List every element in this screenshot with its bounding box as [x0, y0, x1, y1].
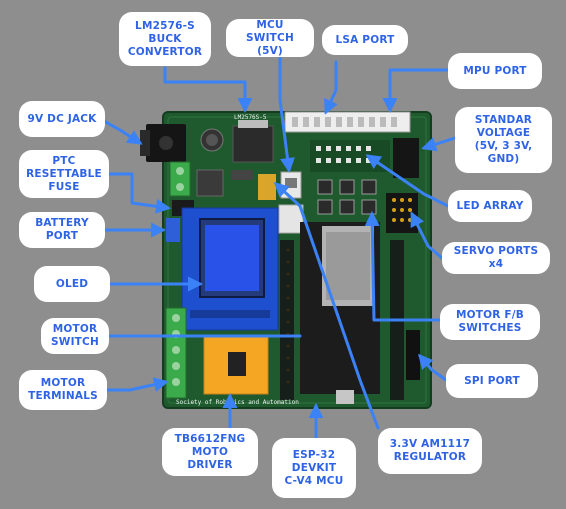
silk-bottom-text: Society of Robotics and Automation: [176, 399, 299, 406]
arrow-lm2576: [165, 68, 245, 110]
svg-text:LM2576S-5: LM2576S-5: [234, 114, 267, 121]
lm2576-ic: [233, 126, 273, 162]
label-mcu-switch: MCU SWITCH (5V): [226, 19, 314, 57]
label-lm2576: LM2576-S BUCK CONVERTOR: [119, 12, 211, 66]
label-servo-ports: SERVO PORTS x4: [442, 242, 550, 274]
led-array-area: [310, 140, 390, 172]
arrow-lsa: [326, 62, 336, 112]
arrow-ptc: [108, 174, 168, 208]
label-tb6612: TB6612FNG MOTO DRIVER: [162, 428, 258, 476]
spi-header: [406, 330, 420, 380]
arrow-dc-jack: [102, 120, 140, 143]
arrow-mpu: [390, 70, 447, 110]
label-ams1117: 3.3V AM1117 REGULATOR: [378, 428, 482, 474]
voltage-header: [393, 138, 419, 178]
label-spi-port: SPI PORT: [446, 364, 538, 398]
label-led-array: LED ARRAY: [448, 190, 532, 222]
label-mpu-port: MPU PORT: [448, 53, 542, 89]
battery-connector: [166, 218, 180, 242]
label-dc-jack: 9V DC JACK: [19, 101, 105, 137]
label-standard-voltage: STANDAR VOLTAGE (5V, 3 3V, GND): [455, 107, 552, 173]
label-motor-switch: MOTOR SWITCH: [41, 318, 109, 354]
label-ptc-fuse: PTC RESETTABLE FUSE: [19, 150, 109, 198]
label-esp32: ESP-32 DEVKIT C-V4 MCU: [272, 438, 356, 498]
label-lsa-port: LSA PORT: [322, 25, 408, 55]
label-motor-terminals: MOTOR TERMINALS: [19, 370, 107, 410]
arrow-motor-terminals: [104, 382, 166, 390]
label-motor-fb-switches: MOTOR F/B SWITCHES: [440, 304, 540, 340]
label-battery-port: BATTERY PORT: [19, 212, 105, 248]
label-oled: OLED: [34, 266, 110, 302]
